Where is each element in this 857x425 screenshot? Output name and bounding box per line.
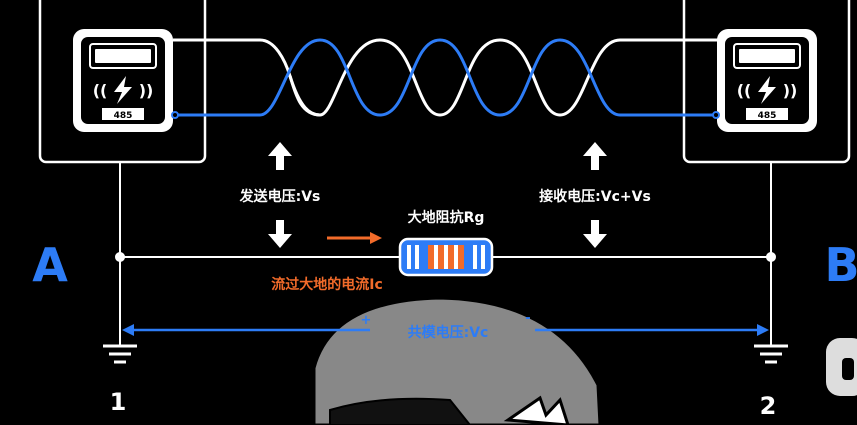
up-arrow-icon xyxy=(583,142,607,170)
partial-icon-right xyxy=(826,338,857,396)
bolt-icon xyxy=(114,76,132,104)
down-arrow-icon xyxy=(583,220,607,248)
ground-label-right: 2 xyxy=(760,392,777,420)
svg-text:((: (( xyxy=(737,81,752,100)
resistor-symbol xyxy=(398,237,494,277)
svg-text:)): )) xyxy=(783,81,798,100)
plus-sign: + xyxy=(361,313,372,328)
meter-label-left: 485 xyxy=(114,111,133,121)
svg-text:((: (( xyxy=(93,81,108,100)
node-b-label: B xyxy=(824,238,857,292)
current-arrow-icon xyxy=(327,232,382,244)
send-voltage-label: 发送电压:Vs xyxy=(239,188,321,205)
svg-text:)): )) xyxy=(139,81,154,100)
node-a-label: A xyxy=(32,238,68,292)
down-arrow-icon xyxy=(268,220,292,248)
mascot-figure xyxy=(312,296,602,425)
ground-symbol-right xyxy=(754,344,788,364)
meter-box-right: (( )) 485 xyxy=(682,0,851,164)
common-mode-arrow xyxy=(122,324,769,336)
earth-impedance-label: 大地阻抗Rg xyxy=(408,209,485,226)
meter-box-left: (( )) 485 xyxy=(38,0,207,164)
junction-dot xyxy=(115,252,125,262)
ground-label-left: 1 xyxy=(110,388,127,416)
common-mode-voltage-label: 共模电压:Vc xyxy=(408,324,489,341)
ground-symbol-left xyxy=(103,344,137,364)
receive-voltage-label: 接收电压:Vc+Vs xyxy=(539,188,651,205)
minus-sign: - xyxy=(525,311,530,326)
junction-dot xyxy=(766,252,776,262)
up-arrow-icon xyxy=(268,142,292,170)
bolt-icon xyxy=(758,76,776,104)
ground-current-label: 流过大地的电流Ic xyxy=(271,276,383,293)
twisted-pair-cable xyxy=(171,38,720,119)
meter-label-right: 485 xyxy=(758,111,777,121)
